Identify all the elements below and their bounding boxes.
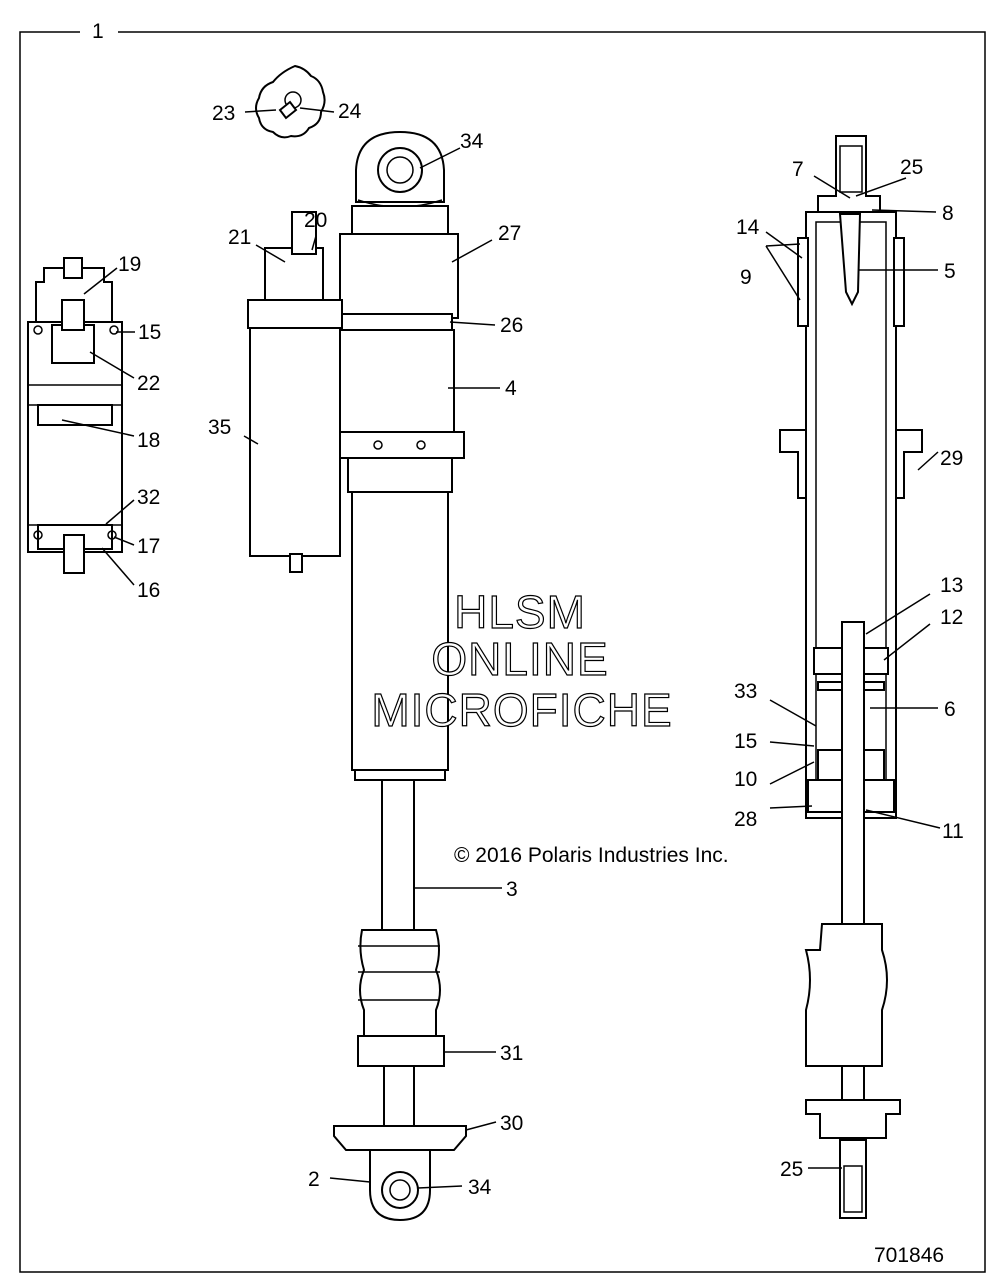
callout-2: 2	[308, 1168, 320, 1191]
callout-6: 6	[944, 698, 956, 721]
callout-11: 11	[942, 820, 964, 843]
callout-34-top: 34	[460, 130, 484, 153]
callout-23: 23	[212, 102, 235, 125]
callout-9: 9	[740, 266, 752, 289]
callout-17: 17	[137, 535, 160, 558]
reservoir-leader-lines	[61, 267, 135, 586]
callout-8: 8	[942, 202, 954, 225]
watermark: HLSM ONLINE MICROFICHE	[371, 585, 673, 736]
callout-16: 16	[137, 579, 160, 602]
center-leader-lines	[243, 107, 502, 1189]
callout-13: 13	[940, 574, 963, 597]
callout-35: 35	[208, 416, 231, 439]
callout-32: 32	[137, 486, 160, 509]
callout-19: 19	[118, 253, 141, 276]
figure-number: 701846	[874, 1244, 944, 1267]
watermark-line-2: ONLINE	[431, 633, 608, 685]
callout-3: 3	[506, 878, 518, 901]
callout-15-right: 15	[734, 730, 757, 753]
callout-34-bottom: 34	[468, 1176, 492, 1199]
copyright-notice: © 2016 Polaris Industries Inc.	[454, 844, 729, 867]
bump-stop	[357, 929, 445, 1067]
callout-29: 29	[940, 447, 963, 470]
callout-31: 31	[500, 1042, 523, 1065]
shock-shaft	[381, 779, 415, 931]
callout-25-top: 25	[900, 156, 923, 179]
callout-5: 5	[944, 260, 956, 283]
callout-4: 4	[505, 377, 517, 400]
callout-27: 27	[498, 222, 521, 245]
assembly-frame	[19, 31, 986, 1273]
bottom-cap-and-eyelet	[333, 1065, 467, 1222]
shock-cutaway	[779, 135, 923, 1219]
callout-12: 12	[940, 606, 963, 629]
callout-14: 14	[736, 216, 760, 239]
callout-25-bottom: 25	[780, 1158, 803, 1181]
assembly-callout: 1	[92, 20, 104, 43]
callout-28: 28	[734, 808, 757, 831]
callout-10: 10	[734, 768, 757, 791]
callout-33: 33	[734, 680, 757, 703]
watermark-line-3: MICROFICHE	[371, 684, 672, 736]
callout-26: 26	[500, 314, 523, 337]
top-eyelet	[355, 130, 445, 208]
callout-22: 22	[137, 372, 160, 395]
callout-15-left: 15	[138, 321, 161, 344]
watermark-line-1: HLSM	[454, 586, 586, 638]
shock-body	[319, 205, 465, 781]
callout-24: 24	[338, 100, 362, 123]
callout-21: 21	[228, 226, 251, 249]
callout-20: 20	[304, 209, 327, 232]
callout-7: 7	[792, 158, 804, 181]
adjuster-knob	[255, 64, 326, 139]
reservoir-cutaway	[27, 257, 123, 574]
callout-30: 30	[500, 1112, 523, 1135]
cutaway-leader-lines	[765, 175, 941, 1169]
callout-18: 18	[137, 429, 160, 452]
reservoir-canister	[247, 211, 343, 573]
